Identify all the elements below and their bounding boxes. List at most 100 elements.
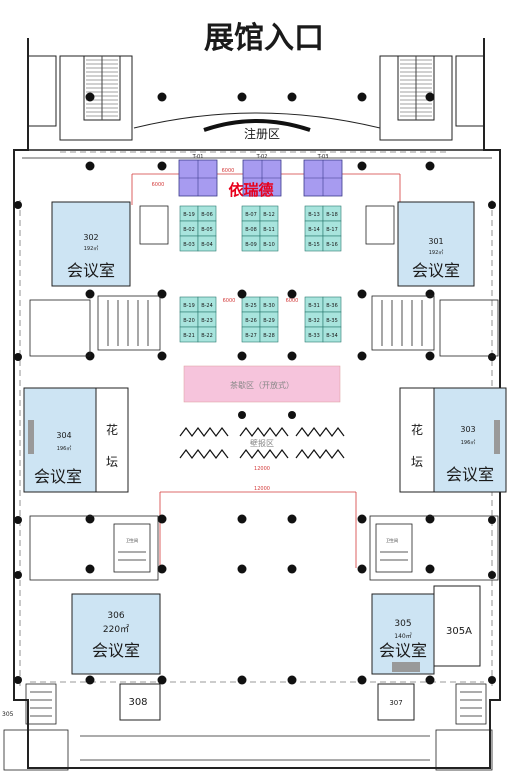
column-dot [357,161,367,171]
booth-label: B-16 [326,242,338,248]
booth[interactable]: B-10 [259,235,279,252]
booth-label: B-33 [308,333,320,339]
poster-area[interactable] [179,427,345,459]
dimension-label: 6000 [223,298,236,304]
booth[interactable]: B-12 [259,205,279,222]
t-booth-label: T-01 [192,154,204,160]
room-305a[interactable]: 305A [433,585,481,667]
booth[interactable]: B-31 [304,296,324,313]
booth[interactable]: B-16 [322,235,342,252]
column-dot [85,564,95,574]
service-block-left-upper [29,205,169,357]
column-dot [14,201,22,209]
booth[interactable]: B-03 [179,235,199,252]
escalator-left [83,55,121,121]
column-dot [85,514,95,524]
column-dot [425,351,435,361]
booth[interactable]: B-24 [197,296,217,313]
room-304[interactable]: 304 196㎡ 会议室 [23,387,97,493]
booth[interactable]: B-19 [179,205,199,222]
booth-label: B-07 [245,212,257,218]
flower-bed-left: 花 坛 [95,387,129,493]
room-308[interactable]: 308 [119,683,161,721]
booth[interactable]: B-20 [179,311,199,328]
booth[interactable]: B-06 [197,205,217,222]
column-dot [425,514,435,524]
booth-label: B-19 [183,303,195,309]
room-area: 192㎡ [429,249,444,256]
booth[interactable]: B-02 [179,220,199,237]
booth[interactable]: B-07 [241,205,261,222]
column-dot [237,289,247,299]
booth[interactable]: B-26 [241,311,261,328]
booth[interactable]: B-32 [304,311,324,328]
column-dot [287,564,297,574]
column-dot [425,92,435,102]
t-booth-2[interactable]: T-02 [242,154,282,197]
column-dot [357,351,367,361]
booth[interactable]: B-11 [259,220,279,237]
booth-label: B-13 [308,212,320,218]
column-dot [157,161,167,171]
t-booth-1[interactable]: T-01 [178,154,218,197]
column-dot [237,675,247,685]
room-302[interactable]: 302 192㎡ 会议室 [51,201,131,287]
booth[interactable]: B-23 [197,311,217,328]
room-name: 会议室 [412,261,460,280]
booth[interactable]: B-15 [304,235,324,252]
dimension-label: 6000 [152,182,165,188]
column-dot [425,675,435,685]
column-dot [157,92,167,102]
column-dot [237,351,247,361]
booth[interactable]: B-14 [304,220,324,237]
booth[interactable]: B-17 [322,220,342,237]
booth[interactable]: B-35 [322,311,342,328]
service-block-right-lower [369,515,499,725]
dimension-label: 6000 [222,168,235,174]
booth[interactable]: B-28 [259,326,279,343]
booth[interactable]: B-30 [259,296,279,313]
bottom-facade [3,729,493,771]
room-306[interactable]: 306 220㎡ 会议室 [71,593,161,675]
booth[interactable]: B-19 [179,296,199,313]
column-dot [287,92,297,102]
column-dot [14,571,22,579]
toilet-label: 卫生间 [126,537,138,543]
room-307[interactable]: 307 [377,683,415,721]
exhibitor-label[interactable]: 依瑞德 [228,181,273,199]
booth[interactable]: B-18 [322,205,342,222]
booth-label: B-21 [183,333,195,339]
t-booth-3[interactable]: T-03 [303,154,343,197]
booth[interactable]: B-05 [197,220,217,237]
booth[interactable]: B-04 [197,235,217,252]
booth[interactable]: B-08 [241,220,261,237]
booth-label: B-10 [263,242,275,248]
booth-label: B-35 [326,318,338,324]
booth-label: B-19 [183,212,195,218]
room-301[interactable]: 301 192㎡ 会议室 [397,201,475,287]
room-305[interactable]: 305 140㎡ 会议室 [371,593,435,675]
booth[interactable]: B-29 [259,311,279,328]
booth[interactable]: B-36 [322,296,342,313]
booth[interactable]: B-13 [304,205,324,222]
room-303[interactable]: 303 196㎡ 会议室 [433,387,507,493]
page-title: 展馆入口 [204,21,324,56]
booth[interactable]: B-34 [322,326,342,343]
columns [14,92,496,685]
booth-label: B-03 [183,242,195,248]
booth[interactable]: B-21 [179,326,199,343]
room-name: 会议室 [34,467,82,486]
booth[interactable]: B-33 [304,326,324,343]
booth-label: B-11 [263,227,275,233]
column-dot [488,201,496,209]
booth[interactable]: B-22 [197,326,217,343]
booth[interactable]: B-27 [241,326,261,343]
booth[interactable]: B-25 [241,296,261,313]
column-dot [425,564,435,574]
tea-area-label: 茶歇区（开放式） [230,380,294,390]
booth[interactable]: B-09 [241,235,261,252]
tea-break-area[interactable]: 茶歇区（开放式） [183,365,341,403]
room-number: 304 [56,431,71,440]
booth-label: B-23 [201,318,213,324]
